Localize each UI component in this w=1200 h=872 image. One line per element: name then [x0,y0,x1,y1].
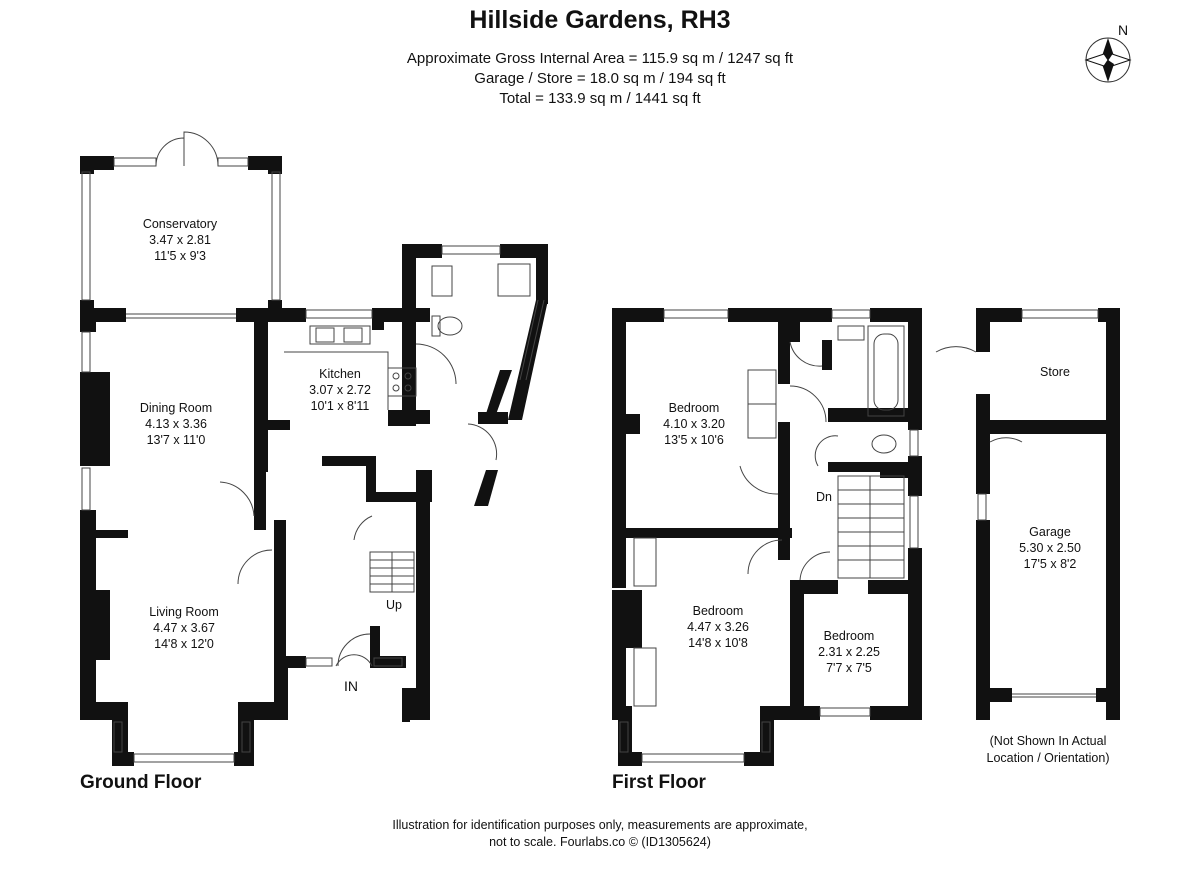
outbuilding-note-line2: Location / Orientation) [986,751,1110,765]
entrance-label: IN [344,678,358,694]
room-metric: 3.47 x 2.81 [149,233,211,247]
room-name: Bedroom [668,401,720,415]
room-name: Living Room [149,605,219,619]
outbuilding-note: (Not Shown In Actual Location / Orientat… [968,733,1128,767]
disclaimer-line-2: not to scale. Fourlabs.co © (ID1305624) [489,835,711,849]
room-metric: 4.47 x 3.26 [687,620,749,634]
room-store: Store [1010,364,1100,380]
room-imperial: 13'7 x 11'0 [146,433,206,447]
room-name: Conservatory [142,217,218,231]
room-kitchen: Kitchen 3.07 x 2.72 10'1 x 8'11 [290,366,390,414]
first-floor-label: First Floor [612,772,706,793]
room-name: Dining Room [139,401,213,415]
room-bedroom-2: Bedroom 4.47 x 3.26 14'8 x 10'8 [668,603,768,651]
ground-floor-label: Ground Floor [80,772,202,793]
room-metric: 4.13 x 3.36 [145,417,207,431]
room-imperial: 7'7 x 7'5 [826,661,872,675]
room-name: Garage [1029,525,1071,539]
garage-store-area-text: Garage / Store = 18.0 sq m / 194 sq ft [474,70,726,87]
disclaimer-line-1: Illustration for identification purposes… [392,818,808,832]
room-imperial: 14'8 x 12'0 [154,637,214,651]
room-name: Kitchen [319,367,361,381]
room-imperial: 17'5 x 8'2 [1023,557,1077,571]
stairs-down-label: Dn [816,490,832,504]
room-bedroom-3: Bedroom 2.31 x 2.25 7'7 x 7'5 [804,628,894,676]
room-imperial: 10'1 x 8'11 [310,399,370,413]
room-bedroom-1: Bedroom 4.10 x 3.20 13'5 x 10'6 [644,400,744,448]
gross-area-text: Approximate Gross Internal Area = 115.9 … [406,50,794,67]
room-metric: 2.31 x 2.25 [818,645,880,659]
room-metric: 3.07 x 2.72 [309,383,371,397]
room-metric: 5.30 x 2.50 [1019,541,1081,555]
room-living: Living Room 4.47 x 3.67 14'8 x 12'0 [124,604,244,652]
room-imperial: 14'8 x 10'8 [688,636,748,650]
stairs-up-label: Up [386,598,402,612]
room-metric: 4.10 x 3.20 [663,417,725,431]
room-imperial: 13'5 x 10'6 [664,433,724,447]
outbuilding-note-line1: (Not Shown In Actual [989,734,1107,748]
room-name: Bedroom [823,629,875,643]
compass-rose-icon [1084,37,1132,83]
total-area-text: Total = 133.9 sq m / 1441 sq ft [499,90,701,107]
room-metric: 4.47 x 3.67 [153,621,215,635]
room-name: Store [1040,365,1070,379]
room-conservatory: Conservatory 3.47 x 2.81 11'5 x 9'3 [120,216,240,264]
page-title: Hillside Gardens, RH3 [469,6,731,34]
room-name: Bedroom [692,604,744,618]
room-dining: Dining Room 4.13 x 3.36 13'7 x 11'0 [116,400,236,448]
room-imperial: 11'5 x 9'3 [154,249,206,263]
room-garage: Garage 5.30 x 2.50 17'5 x 8'2 [1000,524,1100,572]
compass-north-label: N [1118,22,1129,38]
